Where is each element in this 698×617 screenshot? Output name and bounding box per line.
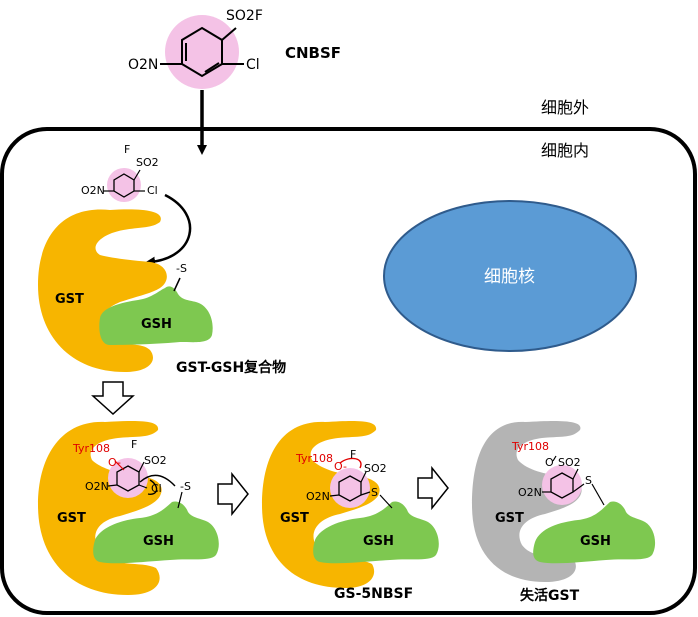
stage2-chloro-label: Cl	[151, 482, 162, 495]
stage2-gsh-shape	[93, 501, 219, 564]
stage4-gsh-shape	[533, 501, 656, 564]
stage3-fluoro-label: F	[350, 448, 356, 461]
complex-label: GST-GSH复合物	[176, 359, 286, 376]
stage2-thiolate-label: -S	[180, 480, 191, 493]
cnbsf-name: CNBSF	[285, 44, 341, 62]
stage4-group: Tyr108 O SO2 O2N S GST GSH	[472, 420, 656, 582]
stage2-tyr-label: Tyr108	[72, 442, 110, 455]
small-ring-highlight	[107, 168, 141, 202]
small-chloro-label: Cl	[147, 184, 158, 197]
stage3-gsh-shape	[313, 501, 439, 564]
stage3-group: Tyr108 O- F SO2 O2N S GST GSH	[262, 420, 439, 588]
stage4-nitro-label: O2N	[518, 486, 542, 499]
cnbsf-molecule: SO2F O2N Cl CNBSF	[128, 8, 341, 89]
stage4-gst-label: GST	[495, 511, 524, 526]
stage4-label: 失活GST	[520, 587, 580, 604]
stage4-tyr-label: Tyr108	[511, 440, 549, 453]
stage2-sulfonyl-label: SO2	[144, 454, 167, 467]
stage3-tyr-label: Tyr108	[295, 452, 333, 465]
stage2-gst-label: GST	[57, 511, 86, 526]
nucleus	[383, 200, 637, 352]
gst-enzyme-shape	[38, 209, 167, 372]
stage4-sulfonyl-label: SO2	[558, 456, 581, 469]
cnbsf-chloro-label: Cl	[246, 57, 260, 73]
stage4-ring-highlight	[542, 465, 582, 505]
attack-arrow	[145, 193, 192, 267]
stage2-fluoro-label: F	[131, 438, 137, 451]
hollow-arrow-right-2	[417, 465, 449, 511]
stage2-gst-shape	[38, 420, 162, 595]
nucleus-label: 细胞核	[484, 267, 535, 287]
stage3-gsh-label: GSH	[363, 534, 394, 549]
cell-membrane	[0, 127, 697, 615]
stage2-gsh-label: GSH	[143, 534, 174, 549]
ring-highlight	[165, 15, 239, 89]
stage3-oxyanion-label: O-	[334, 460, 347, 473]
small-sulfonyl-label: SO2	[136, 156, 159, 169]
stage3-gst-shape	[262, 420, 380, 588]
small-fluoro-label: F	[124, 143, 130, 156]
stage3-gst-label: GST	[280, 511, 309, 526]
hollow-arrow-down	[91, 381, 135, 416]
stage3-sulfonyl-label: SO2	[364, 462, 387, 475]
stage4-gsh-label: GSH	[580, 534, 611, 549]
stage2-oxyanion-label: O-	[108, 456, 121, 469]
stage2-nitro-label: O2N	[85, 480, 109, 493]
complex-gst-label: GST	[55, 292, 84, 307]
gsh-shape	[99, 286, 213, 345]
small-nitro-label: O2N	[81, 184, 105, 197]
stage4-gst-shape	[472, 420, 582, 582]
inside-label: 细胞内	[541, 141, 589, 160]
complex-gsh-label: GSH	[141, 317, 172, 332]
outside-label: 细胞外	[541, 98, 589, 117]
complex-thiolate-label: -S	[176, 262, 187, 275]
stage2-group: Tyr108 O- F SO2 O2N Cl -S GST GSH	[38, 420, 219, 595]
small-cnbsf-molecule: F SO2 O2N Cl	[81, 143, 159, 202]
stage4-oxygen-label: O	[545, 456, 554, 469]
stage3-label: GS-5NBSF	[334, 586, 413, 602]
stage2-ring-highlight	[108, 458, 148, 498]
stage4-sulfur-label: S	[585, 474, 592, 487]
cnbsf-nitro-label: O2N	[128, 57, 158, 73]
hollow-arrow-right-1	[217, 471, 249, 517]
stage3-ring-highlight	[330, 468, 370, 508]
stage3-sulfur-label: S	[371, 486, 378, 499]
cnbsf-sulfonyl-label: SO2F	[226, 8, 263, 24]
stage3-nitro-label: O2N	[306, 490, 330, 503]
gst-gsh-complex: -S GST GSH	[38, 209, 213, 372]
